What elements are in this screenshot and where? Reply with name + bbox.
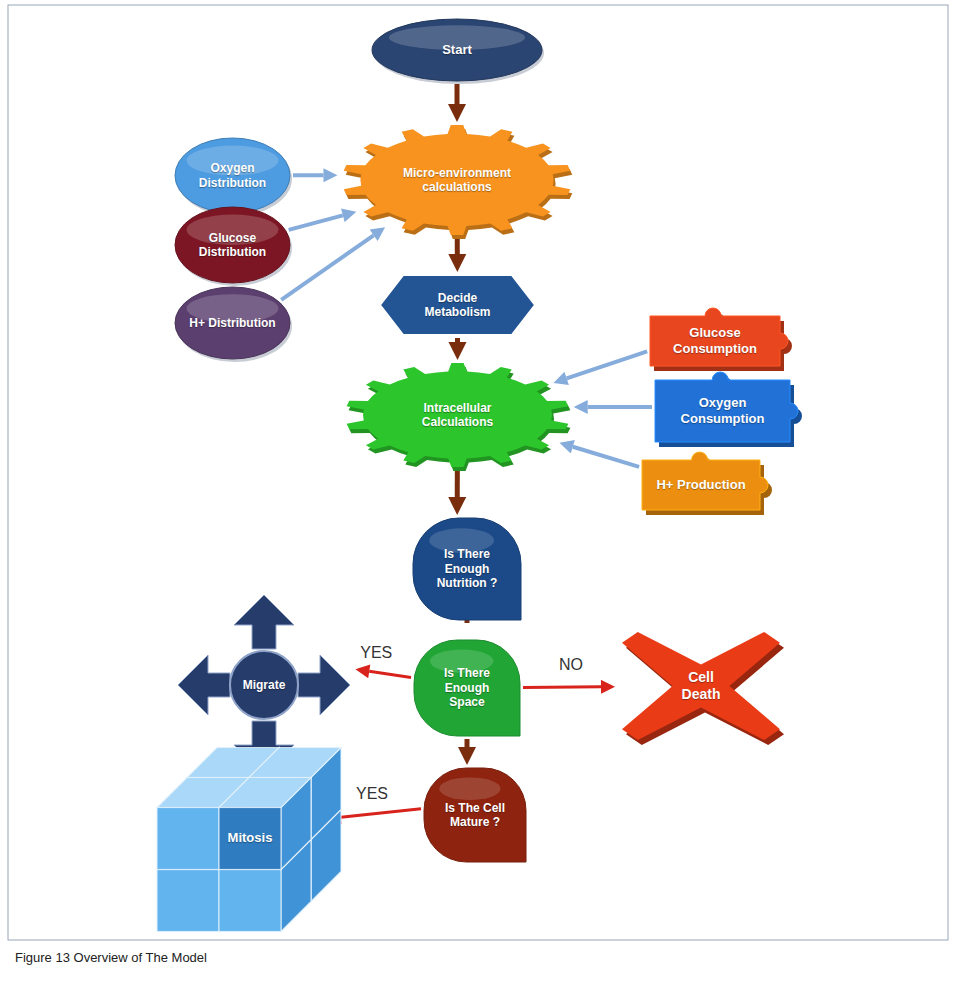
cross-outline (622, 632, 780, 740)
flow-arrow (293, 173, 323, 177)
process-gear: Intracellular Calculations (345, 363, 570, 467)
node-text-block: Migrate (234, 678, 294, 692)
puzzle-outline (655, 372, 798, 442)
node-text-block: Micro-environment calculations (387, 166, 527, 195)
node-label: H+ Distribution (189, 316, 277, 330)
node-text-block: Oxygen Consumption (668, 395, 778, 426)
gear-outline (344, 125, 571, 235)
node-label: Cell Death (673, 669, 729, 703)
node-text-block: Glucose Distribution (189, 231, 277, 260)
shape-outline (148, 772, 320, 937)
node-text-block: Oxygen Distribution (189, 161, 277, 190)
frame-border (8, 5, 948, 940)
flow-arrow (281, 235, 373, 300)
node-label: Oxygen Consumption (668, 395, 778, 426)
puzzle-outline (642, 452, 768, 510)
ellipse-outline (175, 207, 290, 283)
node-text-block: H+ Production (651, 477, 751, 493)
node-label: Decide Metabolism (408, 291, 508, 320)
flow-arrow (588, 405, 652, 409)
node-text-block: Intracellular Calculations (393, 401, 523, 430)
ellipse-outline (175, 287, 290, 359)
decision-drop: Is There Enough Space (414, 640, 520, 736)
flow-arrow (523, 685, 601, 689)
drop-outline (414, 640, 520, 736)
node-text-block: Glucose Consumption (660, 325, 770, 356)
gear-outline (347, 363, 569, 467)
node-text-block: H+ Distribution (189, 316, 277, 330)
start-terminal: Start (372, 19, 542, 81)
direction-arrow (234, 595, 294, 649)
node-label: Glucose Distribution (189, 231, 277, 260)
migrate-circle (230, 651, 298, 719)
puzzle-piece: Oxygen Consumption (655, 372, 800, 442)
input-ellipse: Glucose Distribution (175, 207, 290, 283)
node-label: Micro-environment calculations (387, 166, 527, 195)
mitosis-cubes: Mitosis (148, 772, 320, 937)
flow-arrow (455, 238, 460, 254)
decision-drop: Is There Enough Nutrition ? (413, 518, 521, 620)
flow-arrow (465, 739, 470, 747)
death-cross: Cell Death (622, 632, 780, 740)
node-text-block: Is The Cell Mature ? (436, 801, 514, 830)
node-text-block: Is There Enough Nutrition ? (427, 547, 507, 590)
hexagon-outline (380, 275, 535, 335)
decision-hexagon: Decide Metabolism (380, 275, 535, 335)
process-gear: Micro-environment calculations (342, 125, 572, 235)
input-ellipse: Oxygen Distribution (175, 138, 290, 213)
node-label: Is There Enough Nutrition ? (427, 547, 507, 590)
node-label: Is There Enough Space (427, 666, 507, 709)
node-label: Migrate (234, 678, 294, 692)
flow-arrow (573, 447, 639, 467)
gloss-highlight (439, 777, 500, 800)
flow-arrow (455, 470, 460, 497)
node-label: Oxygen Distribution (189, 161, 277, 190)
node-label: Glucose Consumption (660, 325, 770, 356)
flow-arrow (341, 809, 421, 818)
flow-arrow (455, 84, 460, 104)
ellipse-outline (175, 138, 290, 213)
flow-arrow (455, 338, 460, 342)
node-text-block: Cell Death (673, 669, 729, 703)
node-label: Intracellular Calculations (393, 401, 523, 430)
edge-label: YES (353, 785, 391, 803)
node-text-block: Start (397, 42, 517, 58)
ellipse-outline (372, 19, 542, 81)
direction-arrow (178, 655, 230, 715)
flow-arrow (369, 671, 411, 677)
node-label: H+ Production (651, 477, 751, 493)
puzzle-outline (650, 308, 788, 366)
cube (219, 778, 311, 870)
puzzle-piece: Glucose Consumption (650, 308, 790, 366)
node-text-block: Mitosis (220, 830, 280, 846)
flow-arrow (567, 351, 647, 378)
node-label: Mitosis (220, 830, 280, 846)
puzzle-piece: H+ Production (642, 452, 770, 510)
flow-arrow (289, 215, 343, 230)
edge-label: YES (357, 644, 395, 662)
decision-drop: Is The Cell Mature ? (424, 768, 526, 862)
node-text-block: Is There Enough Space (427, 666, 507, 709)
node-text-block: Decide Metabolism (408, 291, 508, 320)
node-label: Is The Cell Mature ? (436, 801, 514, 830)
direction-arrow (298, 655, 350, 715)
input-ellipse: H+ Distribution (175, 287, 290, 359)
drop-outline (413, 518, 521, 620)
drop-outline (424, 768, 526, 862)
figure-caption: Figure 13 Overview of The Model (15, 950, 207, 965)
edge-label: NO (556, 656, 586, 674)
node-label: Start (397, 42, 517, 58)
